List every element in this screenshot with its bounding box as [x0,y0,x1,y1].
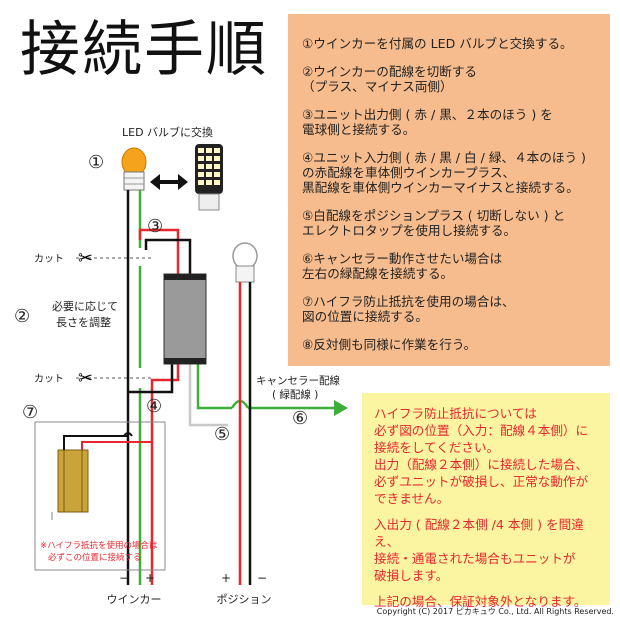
canceller-label-1: キャンセラー配線 [256,374,340,387]
cut-label-bottom: カット [34,373,64,385]
winker-minus: − [119,571,129,585]
step-5: ⑤白配線をポジションプラス ( 切断しない ) と エレクトロタップを使用し接続… [302,208,566,238]
cut-label-top: カット [34,253,64,265]
position-plus: + [221,571,231,585]
page-title: 接続手順 [20,15,268,85]
position-bulb-icon [232,242,258,283]
warning-paragraph-1: ハイフラ防止抵抗については 必ず図の位置（入力：配線４本側）に 接続をしてくださ… [374,406,589,506]
scissors-icon: ✂ [78,248,93,269]
led-bulb-icon [121,147,147,191]
warning-paragraph-3: 上記の場合、保証対象外となります。 [374,594,587,609]
label-6: ⑥ [292,408,308,429]
steps-panel: ①ウインカーを付属の LED バルブと交換する。 ②ウインカーの配線を切断する … [288,14,610,366]
position-minus: − [257,571,267,585]
label-5: ⑤ [214,424,230,445]
adjust-label-2: 長さを調整 [56,315,111,329]
cut-line-bottom: ✂ [76,368,152,389]
winker-wires [126,190,348,585]
canceller-unit [163,273,207,365]
step-3: ③ユニット出力側 ( 赤 / 黒、２本のほう ) を 電球側と接続する。 [302,107,553,137]
resistor-note-2: 必ずこの位置に接続する [48,552,142,563]
copyright-text: Copyright (C) 2017 ピカキュウ Co., Ltd. All R… [376,607,614,616]
led-label: LED バルブに交換 [122,125,213,139]
position-label: ポジション [217,593,272,606]
winker-plus: + [145,571,155,585]
resistor-area [34,421,166,571]
step-8: ⑧反対側も同様に作業を行う。 [302,337,477,352]
label-1: ① [88,152,104,173]
label-2: ② [14,306,30,327]
position-wires [238,282,252,585]
step-4: ④ユニット入力側 ( 赤 / 黒 / 白 / 緑、４本のほう ) の赤配線を車体… [302,150,586,195]
step-2: ②ウインカーの配線を切断する （プラス、マイナス両側） [302,64,478,94]
adjust-label-1: 必要に応じて [52,299,118,313]
label-7: ⑦ [22,402,38,423]
led-chip-bulb-icon [195,144,223,211]
warning-paragraph-2: 入出力 ( 配線２本側 /4 本側 ) を間違え、 接続・通電された場合もユニッ… [374,517,584,583]
resistor-note-1: ※ハイフラ抵抗を使用の場合は [40,540,158,551]
scissors-icon: ✂ [78,368,93,389]
label-3: ③ [147,216,163,237]
cut-line-top: ✂ [76,248,152,269]
step-6: ⑥キャンセラー動作させたい場合は 左右の緑配線を接続する。 [302,251,503,281]
step-7: ⑦ハイフラ防止抵抗を使用の場合は、 図の位置に接続する。 [302,294,515,324]
double-arrow-icon [150,174,188,190]
warning-note-panel: ハイフラ防止抵抗については 必ず図の位置（入力：配線４本側）に 接続をしてくださ… [362,393,610,609]
winker-label: ウインカー [107,593,162,606]
step-1: ①ウインカーを付属の LED バルブと交換する。 [302,36,573,51]
canceller-label-2: ( 緑配線 ) [272,388,318,401]
label-4: ④ [146,396,162,417]
